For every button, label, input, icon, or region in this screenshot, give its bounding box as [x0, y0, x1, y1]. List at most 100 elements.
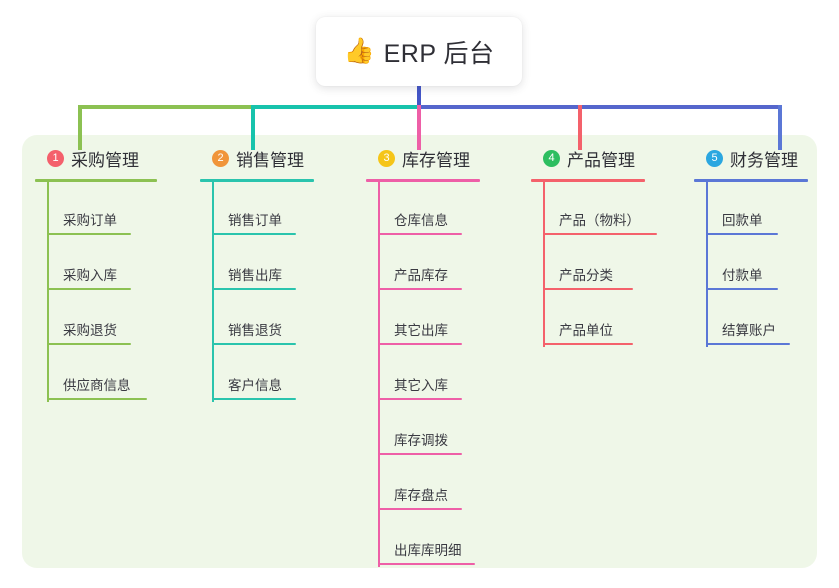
branch-title-1: 采购管理 [71, 150, 139, 170]
leaf-underline [47, 233, 131, 235]
leaf-underline [378, 563, 475, 565]
leaf-label: 产品（物料） [559, 213, 640, 228]
leaf-item[interactable]: 采购订单 [35, 182, 195, 237]
leaf-item[interactable]: 其它出库 [366, 292, 526, 347]
leaf-label: 仓库信息 [394, 213, 448, 228]
leaf-underline [706, 288, 778, 290]
branch-underline-4 [531, 179, 645, 182]
root-node[interactable]: 👍 ERP 后台 [316, 17, 522, 86]
leaf-label: 产品库存 [394, 268, 448, 283]
leaf-underline [378, 233, 462, 235]
leaf-item[interactable]: 付款单 [694, 237, 839, 292]
leaf-underline [706, 343, 790, 345]
leaf-underline [378, 288, 462, 290]
leaf-underline [212, 288, 296, 290]
leaf-label: 其它出库 [394, 323, 448, 338]
leaf-label: 采购退货 [63, 323, 117, 338]
branch-underline-5 [694, 179, 808, 182]
leaf-list-4: 产品（物料） 产品分类产品单位 [531, 182, 691, 347]
leaf-label: 回款单 [722, 213, 763, 228]
branch-badge-3: 3 [378, 149, 395, 167]
leaf-item[interactable]: 采购入库 [35, 237, 195, 292]
leaf-label: 采购入库 [63, 268, 117, 283]
branch-header-1[interactable]: 1 采购管理 [35, 146, 195, 170]
leaf-item[interactable]: 库存调拨 [366, 402, 526, 457]
branch-column-3: 3 库存管理仓库信息产品库存其它出库其它入库库存调拨库存盘点出库库明细 [366, 146, 526, 567]
branch-badge-2: 2 [212, 149, 229, 167]
leaf-underline [47, 288, 131, 290]
leaf-underline [543, 288, 633, 290]
leaf-item[interactable]: 客户信息 [200, 347, 355, 402]
leaf-list-5: 回款单付款单结算账户 [694, 182, 839, 347]
leaf-item[interactable]: 供应商信息 [35, 347, 195, 402]
leaf-label: 采购订单 [63, 213, 117, 228]
leaf-underline [212, 398, 296, 400]
leaf-spine-5 [706, 182, 708, 347]
leaf-item[interactable]: 库存盘点 [366, 457, 526, 512]
leaf-list-3: 仓库信息产品库存其它出库其它入库库存调拨库存盘点出库库明细 [366, 182, 526, 567]
leaf-item[interactable]: 销售退货 [200, 292, 355, 347]
branch-badge-1: 1 [47, 149, 64, 167]
thumbs-up-icon: 👍 [343, 37, 375, 65]
leaf-label: 产品单位 [559, 323, 613, 338]
leaf-label: 库存盘点 [394, 488, 448, 503]
leaf-label: 产品分类 [559, 268, 613, 283]
leaf-label: 销售出库 [228, 268, 282, 283]
branch-header-3[interactable]: 3 库存管理 [366, 146, 526, 170]
leaf-spine-1 [47, 182, 49, 402]
branch-column-5: 5 财务管理回款单付款单结算账户 [694, 146, 839, 347]
leaf-label: 付款单 [722, 268, 763, 283]
leaf-label: 其它入库 [394, 378, 448, 393]
leaf-underline [378, 453, 462, 455]
leaf-label: 出库库明细 [394, 543, 462, 558]
leaf-item[interactable]: 其它入库 [366, 347, 526, 402]
branch-badge-5: 5 [706, 149, 723, 167]
leaf-underline [47, 343, 131, 345]
diagram-panel [22, 135, 817, 568]
leaf-label: 客户信息 [228, 378, 282, 393]
leaf-underline [706, 233, 778, 235]
leaf-label: 销售退货 [228, 323, 282, 338]
branch-header-5[interactable]: 5 财务管理 [694, 146, 839, 170]
branch-column-1: 1 采购管理采购订单采购入库采购退货供应商信息 [35, 146, 195, 402]
leaf-list-2: 销售订单销售出库销售退货客户信息 [200, 182, 355, 402]
leaf-underline [378, 508, 462, 510]
leaf-label: 库存调拨 [394, 433, 448, 448]
leaf-item[interactable]: 结算账户 [694, 292, 839, 347]
leaf-underline [543, 343, 633, 345]
leaf-item[interactable]: 仓库信息 [366, 182, 526, 237]
branch-title-5: 财务管理 [730, 150, 798, 170]
branch-title-3: 库存管理 [402, 150, 470, 170]
branch-title-4: 产品管理 [567, 150, 635, 170]
branch-header-2[interactable]: 2 销售管理 [200, 146, 355, 170]
leaf-underline [378, 398, 462, 400]
leaf-item[interactable]: 产品单位 [531, 292, 691, 347]
leaf-underline [543, 233, 657, 235]
branch-column-2: 2 销售管理销售订单销售出库销售退货客户信息 [200, 146, 355, 402]
leaf-underline [378, 343, 462, 345]
leaf-item[interactable]: 采购退货 [35, 292, 195, 347]
leaf-item[interactable]: 产品分类 [531, 237, 691, 292]
leaf-item[interactable]: 产品库存 [366, 237, 526, 292]
leaf-underline [47, 398, 147, 400]
leaf-label: 供应商信息 [63, 378, 131, 393]
branch-underline-3 [366, 179, 480, 182]
leaf-underline [212, 233, 296, 235]
root-title: ERP 后台 [383, 39, 495, 68]
leaf-item[interactable]: 回款单 [694, 182, 839, 237]
leaf-spine-2 [212, 182, 214, 402]
branch-title-2: 销售管理 [236, 150, 304, 170]
leaf-item[interactable]: 销售订单 [200, 182, 355, 237]
branch-underline-1 [35, 179, 157, 182]
leaf-label: 结算账户 [722, 323, 776, 338]
leaf-item[interactable]: 产品（物料） [531, 182, 691, 237]
leaf-spine-3 [378, 182, 380, 567]
leaf-item[interactable]: 出库库明细 [366, 512, 526, 567]
leaf-underline [212, 343, 296, 345]
leaf-item[interactable]: 销售出库 [200, 237, 355, 292]
leaf-label: 销售订单 [228, 213, 282, 228]
